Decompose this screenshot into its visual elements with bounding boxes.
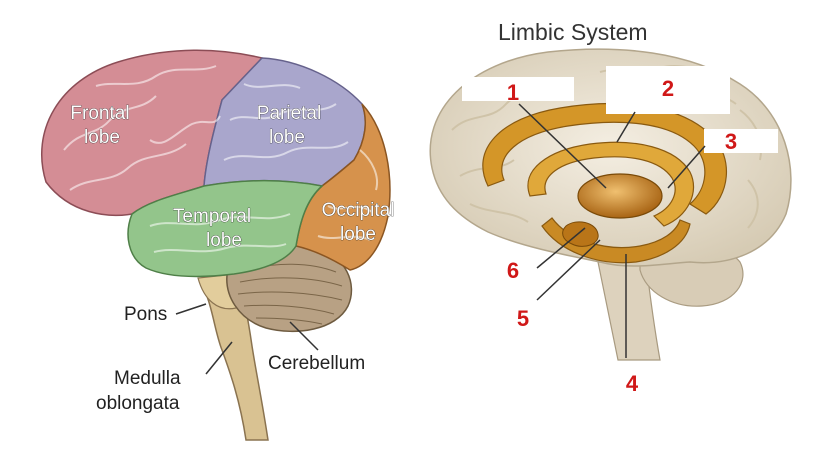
marker-2: 2 (662, 76, 674, 101)
medulla-label-2: oblongata (96, 393, 180, 414)
thalamus (577, 173, 663, 219)
limbic-system: Limbic System (429, 19, 792, 396)
occipital-lobe (295, 103, 391, 271)
pons-label: Pons (124, 304, 167, 325)
marker-4: 4 (626, 371, 639, 396)
marker-3: 3 (725, 129, 737, 154)
leader-5 (536, 239, 601, 301)
pons-leader (175, 303, 207, 315)
medulla-label: Medulla (114, 368, 181, 389)
marker-1: 1 (507, 80, 519, 105)
occipital-lobe-label-2: lobe (340, 224, 376, 245)
occipital-lobe-label: Occipital (322, 200, 395, 221)
answer-box-1[interactable] (462, 77, 574, 101)
cerebellum-label: Cerebellum (268, 353, 365, 374)
temporal-lobe (127, 179, 324, 278)
marker-5: 5 (517, 306, 529, 331)
fornix (527, 141, 695, 227)
cingulate-gyrus (482, 103, 727, 215)
leader-2 (616, 111, 636, 143)
frontal-lobe-label: Frontal (70, 103, 129, 124)
parietal-lobe-label-2: lobe (269, 127, 305, 148)
leader-6 (536, 227, 586, 269)
cerebellum-leader (289, 321, 319, 351)
temporal-lobe-label: Temporal (173, 206, 251, 227)
medulla-leader (205, 341, 233, 375)
parietal-lobe-label: Parietal (257, 103, 321, 124)
leader-3 (667, 145, 706, 189)
hippocampus (541, 217, 691, 264)
gyri-texture (63, 65, 378, 253)
answer-box-2[interactable] (606, 66, 730, 114)
temporal-lobe-label-2: lobe (206, 230, 242, 251)
limbic-system-title: Limbic System (498, 19, 648, 45)
lateral-brain: Frontal lobe Parietal lobe Temporal lobe… (41, 49, 395, 441)
leader-1 (518, 103, 607, 189)
frontal-lobe-label-2: lobe (84, 127, 120, 148)
marker-6: 6 (507, 258, 519, 283)
answer-box-3[interactable] (704, 129, 778, 153)
